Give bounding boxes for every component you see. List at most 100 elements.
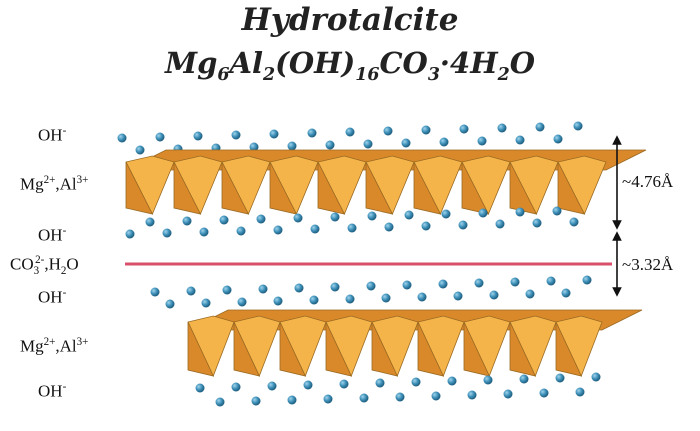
hydroxyl-ion bbox=[458, 220, 468, 230]
hydroxyl-ion bbox=[325, 140, 335, 150]
hydroxyl-ion bbox=[165, 299, 175, 309]
hydroxyl-ion bbox=[591, 372, 601, 382]
hydroxyl-ion bbox=[273, 296, 283, 306]
octahedron-shade bbox=[221, 161, 250, 215]
hydroxyl-ion bbox=[478, 208, 488, 218]
octahedron-shade bbox=[173, 161, 202, 215]
hydroxyl-row-lower-middle bbox=[150, 275, 592, 309]
hydroxyl-ion bbox=[447, 376, 457, 386]
octahedron-shade bbox=[413, 161, 442, 215]
hydroxyl-ion bbox=[307, 128, 317, 138]
hydroxyl-ion bbox=[330, 282, 340, 292]
hydroxyl-ion bbox=[273, 225, 283, 235]
hydroxyl-ion bbox=[561, 288, 571, 298]
hydroxyl-ion bbox=[195, 383, 205, 393]
hydroxyl-ion bbox=[231, 382, 241, 392]
hydroxyl-ion bbox=[150, 287, 160, 297]
hydroxyl-ion bbox=[421, 125, 431, 135]
hydroxyl-ion bbox=[535, 122, 545, 132]
hydroxyl-ion bbox=[431, 391, 441, 401]
hydroxyl-ion bbox=[236, 226, 246, 236]
label-hydroxyl-top: OH- bbox=[38, 125, 67, 145]
hydroxyl-ion bbox=[552, 206, 562, 216]
label-interlayer-species: CO32-,H2O bbox=[10, 254, 79, 278]
hydroxyl-row-top bbox=[117, 121, 583, 155]
hydroxyl-ion bbox=[404, 210, 414, 220]
hydroxyl-ion bbox=[477, 136, 487, 146]
hydroxyl-ion bbox=[395, 392, 405, 402]
octahedron-shade bbox=[557, 161, 586, 215]
hydroxyl-ion bbox=[267, 381, 277, 391]
hydroxyl-ion bbox=[497, 123, 507, 133]
metal-hydroxide-sheet-top bbox=[125, 149, 647, 215]
hydroxyl-ion bbox=[294, 283, 304, 293]
octahedron-shade bbox=[269, 161, 298, 215]
hydroxyl-ion bbox=[539, 388, 549, 398]
hydroxyl-ion bbox=[251, 396, 261, 406]
octahedron-shade bbox=[417, 321, 445, 377]
hydroxyl-ion bbox=[366, 281, 376, 291]
hydroxyl-ion bbox=[421, 221, 431, 231]
hydroxyl-ion bbox=[237, 297, 247, 307]
hydroxyl-ion bbox=[363, 139, 373, 149]
hydroxyl-ion bbox=[503, 389, 513, 399]
hydroxyl-ion bbox=[135, 145, 145, 155]
hydroxyl-ion bbox=[582, 275, 592, 285]
octahedron-shade bbox=[317, 161, 346, 215]
hydroxyl-ion bbox=[510, 277, 520, 287]
hydroxyl-ion bbox=[483, 375, 493, 385]
hydroxyl-ion bbox=[201, 298, 211, 308]
hydroxyl-ion bbox=[575, 387, 585, 397]
hydroxyl-ion bbox=[256, 214, 266, 224]
hydroxyl-ion bbox=[515, 135, 525, 145]
hydroxyl-ion bbox=[199, 227, 209, 237]
hydroxyl-ion bbox=[555, 373, 565, 383]
hydroxyl-ion bbox=[359, 393, 369, 403]
hydroxyl-ion bbox=[474, 278, 484, 288]
hydroxyl-ion bbox=[546, 276, 556, 286]
label-hydroxyl-upper-middle: OH- bbox=[38, 225, 67, 245]
metal-hydroxide-sheet-bottom bbox=[187, 309, 643, 378]
hydroxyl-ion bbox=[441, 209, 451, 219]
hydroxyl-ion bbox=[155, 132, 165, 142]
octahedron-shade bbox=[325, 321, 353, 377]
hydroxyl-ion bbox=[438, 279, 448, 289]
label-metal-ions-top: Mg2+,Al3+ bbox=[20, 174, 89, 194]
hydroxyl-ion bbox=[186, 286, 196, 296]
hydroxyl-ion bbox=[383, 126, 393, 136]
label-hydroxyl-lower-middle: OH- bbox=[38, 287, 67, 307]
hydroxyl-ion bbox=[515, 207, 525, 217]
octahedron-shade bbox=[463, 321, 491, 377]
hydroxyl-ion bbox=[330, 212, 340, 222]
hydroxyl-ion bbox=[287, 141, 297, 151]
chemical-formula: Mg6Al2(OH)16CO3·4H2O bbox=[165, 46, 535, 85]
hydroxyl-ion bbox=[249, 142, 259, 152]
hydroxyl-ion bbox=[489, 290, 499, 300]
hydroxyl-ion bbox=[525, 289, 535, 299]
hydroxyl-ion bbox=[453, 291, 463, 301]
hydroxyl-ion bbox=[258, 284, 268, 294]
hydroxyl-ion bbox=[347, 223, 357, 233]
hydroxyl-ion bbox=[145, 217, 155, 227]
hydroxyl-ion bbox=[459, 124, 469, 134]
hydroxyl-ion bbox=[532, 218, 542, 228]
hydroxyl-ion bbox=[323, 394, 333, 404]
hydroxyl-ion bbox=[573, 121, 583, 131]
hydroxyl-ion bbox=[125, 229, 135, 239]
hydroxyl-ion bbox=[553, 134, 563, 144]
hydroxyl-ion bbox=[310, 224, 320, 234]
label-metal-ions-bottom: Mg2+,Al3+ bbox=[20, 336, 89, 356]
hydroxyl-ion bbox=[367, 211, 377, 221]
hydroxyl-ion bbox=[345, 127, 355, 137]
layer-thickness-value: ~4.76Å bbox=[622, 172, 674, 191]
label-hydroxyl-bottom: OH- bbox=[38, 381, 67, 401]
interlayer-spacing-value: ~3.32Å bbox=[622, 255, 674, 274]
octahedron-shade bbox=[461, 161, 490, 215]
hydroxyl-ion bbox=[467, 390, 477, 400]
hydroxyl-ion bbox=[401, 138, 411, 148]
hydroxyl-ion bbox=[384, 222, 394, 232]
hydroxyl-ion bbox=[417, 292, 427, 302]
octahedron-shade bbox=[233, 321, 261, 377]
diagram-title: Hydrotalcite bbox=[241, 2, 459, 38]
